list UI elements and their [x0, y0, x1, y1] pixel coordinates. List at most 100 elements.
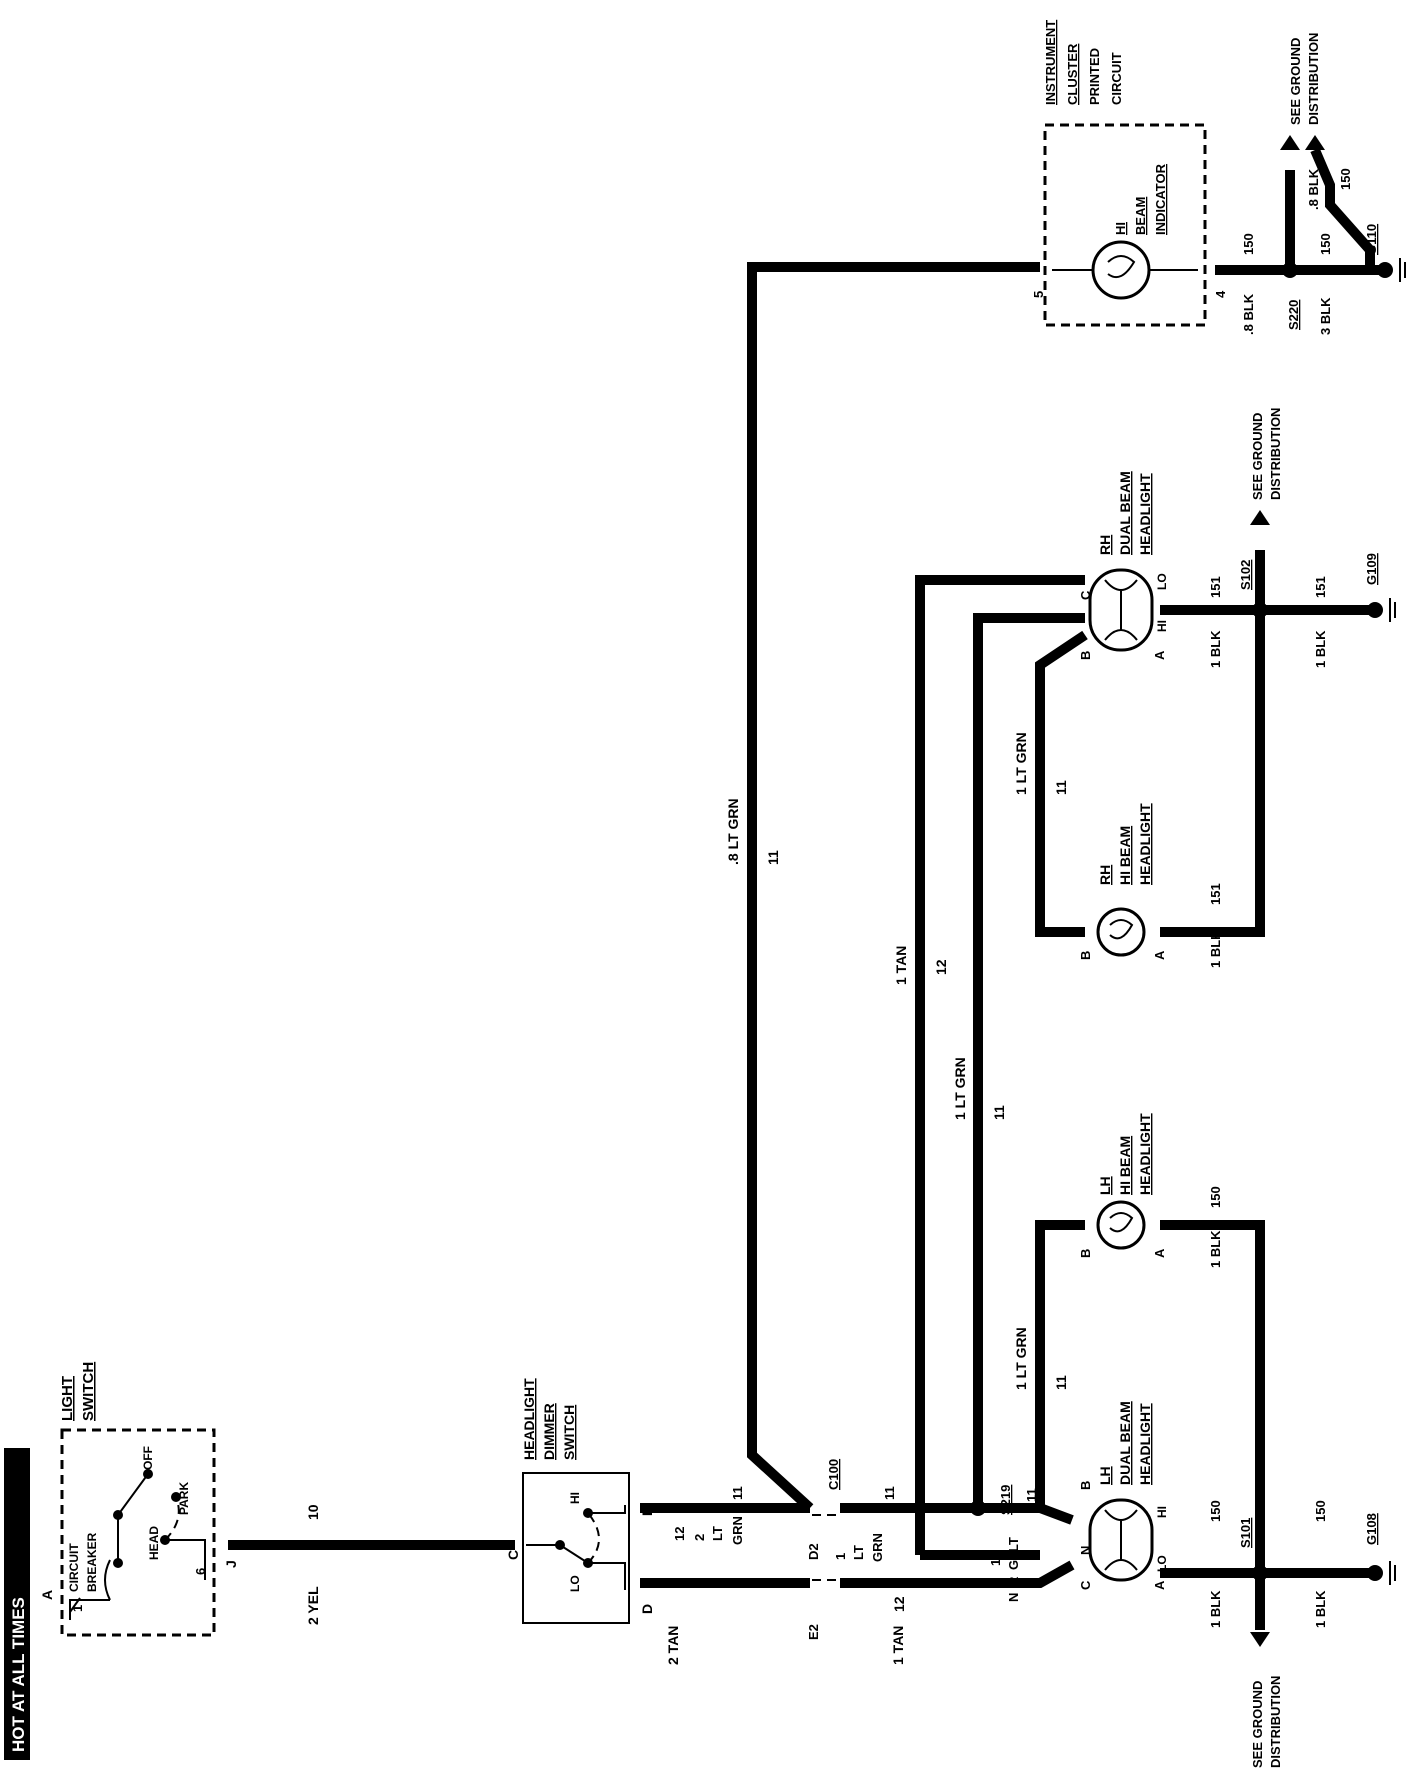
switch-out-lead: [165, 1539, 206, 1580]
label-s219-lt: LT: [1006, 1537, 1021, 1552]
rh-hi-filament: [1109, 919, 1134, 940]
lh-dual-hi: HI: [1155, 1506, 1169, 1518]
connector-c100-label: C100: [826, 1459, 841, 1490]
lh-dual-pin-a: A: [1152, 1580, 1167, 1590]
label-1-lt-grn-mid: 1 LT GRN: [952, 1057, 968, 1120]
dimmer-title-1: HEADLIGHT: [521, 1378, 537, 1460]
rh-hi-lamp-body: [1096, 907, 1146, 957]
rh-dual-lo: LO: [1155, 573, 1169, 590]
rh-dual-filaments: [1104, 579, 1138, 641]
label-08-blk-gnd: .8 BLK: [1306, 168, 1321, 210]
connector-d2-label: D2: [806, 1543, 821, 1560]
lh-dual-title-2: DUAL BEAM: [1117, 1401, 1133, 1485]
lh-hi-beam-headlight: LH HI BEAM HEADLIGHT B A: [1078, 1113, 1167, 1258]
ground-note-mid-2: DISTRIBUTION: [1268, 408, 1283, 500]
splice-s220-label: S220: [1286, 300, 1301, 330]
indicator-label-3: INDICATOR: [1153, 163, 1168, 235]
indicator-label-2: BEAM: [1133, 197, 1148, 235]
label-1-blk-lh-hi: 1 BLK: [1208, 1230, 1223, 1268]
lh-dual-lamp-body: [1088, 1498, 1154, 1582]
light-switch-title-2: SWITCH: [80, 1362, 97, 1421]
ground-g108: G108: [1364, 1513, 1396, 1585]
label-1-lt-grn-rh: 1 LT GRN: [1013, 732, 1029, 795]
light-switch: LIGHT SWITCH A 1 CIRCUIT BREAKER HEAD OF…: [39, 1362, 239, 1637]
hi-beam-indicator-lamp: [1091, 240, 1151, 300]
wire-150-up: [1310, 148, 1375, 270]
label-08-blk-ind-ckt: 150: [1241, 233, 1256, 255]
label-1-tan-bottom-ckt: 12: [891, 1596, 907, 1612]
lh-dual-title-1: LH: [1097, 1466, 1113, 1485]
label-1-lt-b: LT: [851, 1545, 866, 1560]
light-switch-pin-1: 1: [70, 1605, 85, 1612]
ground-arrow-top-2: [1305, 135, 1325, 150]
ground-g110-label: G110: [1364, 224, 1379, 255]
label-s219-g: G: [1006, 1560, 1021, 1570]
label-1-blk-rh-dual-ckt: 151: [1208, 576, 1223, 598]
label-08-blk-ind: .8 BLK: [1241, 293, 1256, 335]
label-1-lt: 1: [833, 1553, 848, 1560]
dimmer-arm-dashed: [587, 1512, 600, 1564]
rh-dual-beam-headlight: RH DUAL BEAM HEADLIGHT C B A HI LO: [1078, 471, 1169, 660]
switch-label-head: HEAD: [147, 1526, 161, 1560]
ground-note-mid-1: SEE GROUND: [1250, 413, 1265, 500]
cluster-title-3: PRINTED: [1087, 48, 1102, 105]
switch-arm-dashed: [164, 1496, 180, 1541]
dimmer-switch: HEADLIGHT DIMMER SWITCH LO HI C B D: [505, 1378, 655, 1624]
splice-s102-label: S102: [1238, 560, 1253, 590]
label-2-lt-c: GRN: [730, 1516, 745, 1545]
circuit-breaker-label-2: BREAKER: [85, 1532, 99, 1592]
dimmer-title-3: SWITCH: [561, 1405, 577, 1460]
cluster-title-4: CIRCUIT: [1109, 52, 1124, 105]
dimmer-arm: [526, 1544, 589, 1564]
c100-dashed-body: [812, 1514, 840, 1581]
label-2-tan: 2 TAN: [665, 1626, 681, 1665]
label-1-lt-c: GRN: [870, 1533, 885, 1562]
label-1-blk-g109: 1 BLK: [1313, 630, 1328, 668]
rh-dual-pin-b: B: [1078, 651, 1093, 660]
label-1-tan-top: 1 TAN: [893, 946, 909, 985]
lh-hi-lamp-body: [1096, 1200, 1146, 1250]
label-2-yel: 2 YEL: [305, 1586, 321, 1625]
rh-dual-title-2: DUAL BEAM: [1117, 471, 1133, 555]
wire-1-lt-grn-lh: [1035, 1220, 1085, 1508]
splice-s101-label: S101: [1238, 1518, 1253, 1548]
ground-g108-point: [1367, 1565, 1383, 1581]
breaker-lead: [69, 1597, 110, 1620]
lh-hi-title-1: LH: [1097, 1176, 1113, 1195]
splice-s102: [1252, 602, 1268, 618]
lh-dual-pin-n: N: [1078, 1546, 1093, 1555]
ground-g110-point: [1377, 262, 1393, 278]
splice-s220: [1282, 262, 1298, 278]
ground-g109-label: G109: [1364, 553, 1379, 585]
rh-dual-pin-c: C: [1078, 590, 1093, 600]
label-1-blk-g108: 1 BLK: [1313, 1590, 1328, 1628]
ground-g110-symbol: [1399, 258, 1406, 282]
label-s219-n: N: [1006, 1593, 1021, 1602]
rh-dual-lamp-body: [1088, 568, 1154, 652]
dimmer-leads: [588, 1505, 626, 1590]
connector-e2-label: E2: [806, 1624, 821, 1640]
instrument-cluster-box: [1043, 123, 1207, 327]
rh-hi-pin-b: B: [1078, 951, 1093, 960]
light-switch-pin-a: A: [39, 1590, 55, 1600]
label-1-blk-lh-dual: 1 BLK: [1208, 1590, 1223, 1628]
ground-g108-symbol: [1389, 1561, 1396, 1585]
cluster-pin-5: 5: [1031, 291, 1046, 298]
label-2-lt-grn-ckt: 11: [730, 1486, 745, 1500]
label-1-blk-rh-hi: 1 BLK: [1208, 930, 1223, 968]
lh-hi-pin-b: B: [1078, 1249, 1093, 1258]
dimmer-pin-c: C: [505, 1550, 521, 1560]
rh-hi-pin-a: A: [1152, 950, 1167, 960]
dimmer-title-2: DIMMER: [541, 1403, 557, 1460]
label-1-blk-rh-hi-ckt: 151: [1208, 883, 1223, 905]
lh-dual-filaments: [1104, 1509, 1138, 1571]
label-1-tan-bottom: 1 TAN: [890, 1626, 906, 1665]
label-1-lt-grn-mid-ckt: 11: [991, 1105, 1007, 1120]
label-08-lt-grn-ckt: 11: [765, 850, 781, 865]
rh-dual-hi: HI: [1155, 620, 1169, 632]
dimmer-switch-box: [522, 1472, 630, 1624]
label-1-blk-g108-ckt: 150: [1313, 1500, 1328, 1522]
splice-s101: [1252, 1565, 1268, 1581]
lh-dual-pin-c: C: [1078, 1580, 1093, 1590]
lh-hi-filament: [1109, 1212, 1134, 1233]
